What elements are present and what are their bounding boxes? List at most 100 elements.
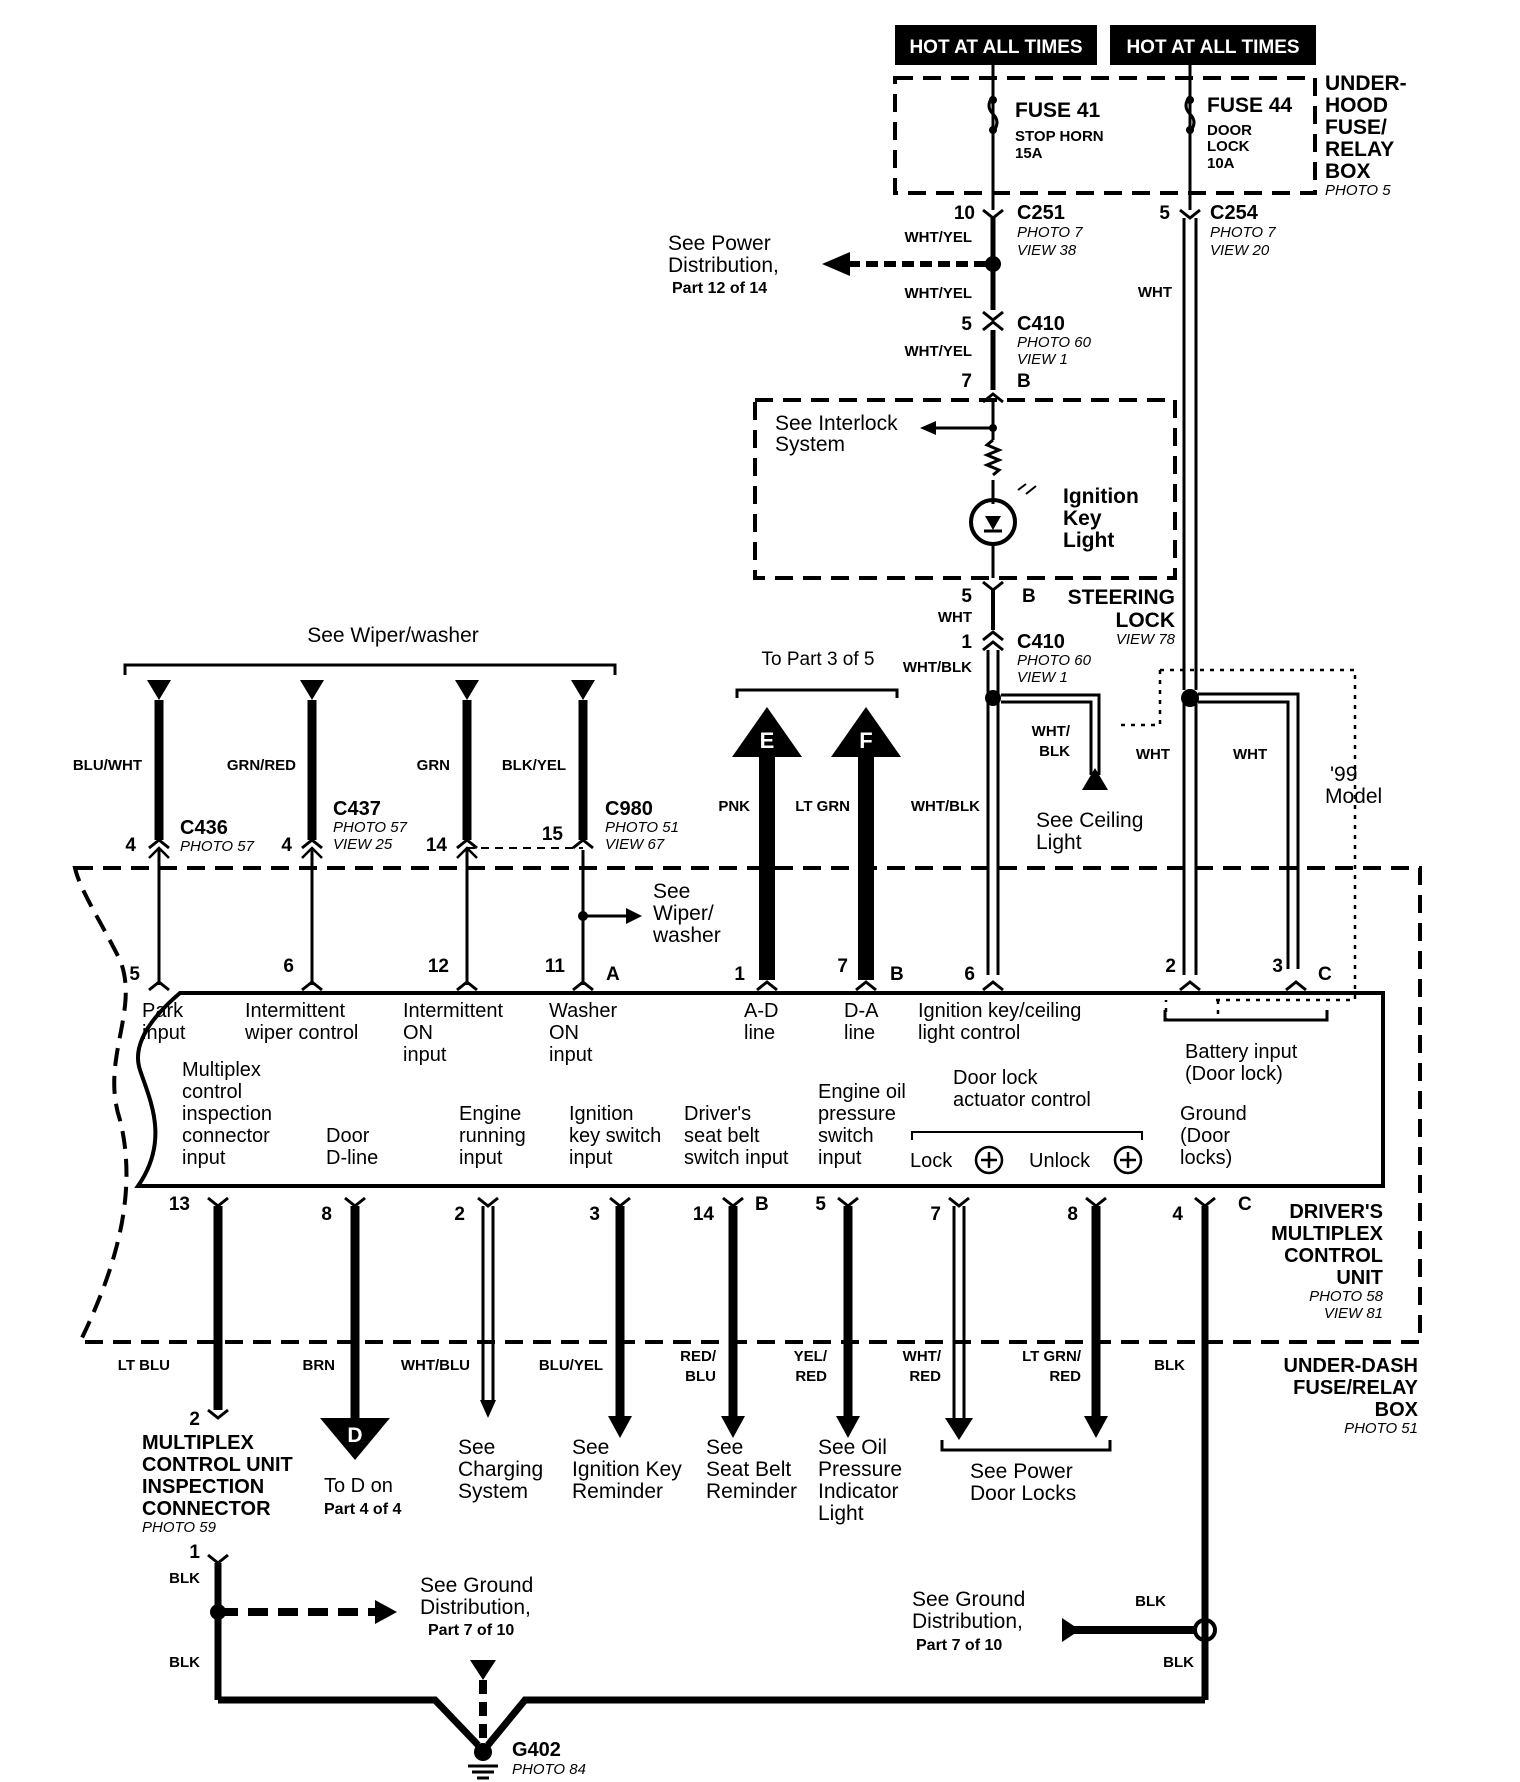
label-battery-2: (Door lock) (1185, 1063, 1283, 1085)
wiper-side-2: Wiper/ (653, 902, 714, 925)
c980-view: VIEW 67 (605, 836, 665, 853)
c980-pin-15: 15 (542, 824, 564, 845)
underdash-title-3: BOX (1375, 1399, 1419, 1421)
ref-charging-3: System (458, 1480, 528, 1503)
c410b-wire-2: WHT/BLK (903, 659, 972, 676)
c410b-pin-1: 1 (961, 632, 972, 653)
driver-unit-title-3: CONTROL (1284, 1245, 1383, 1267)
label-engine-3: input (459, 1147, 503, 1169)
c410-lower: WHT 1 C410 PHOTO 60 VIEW 1 WHT/BLK WHT/ … (903, 590, 1143, 975)
label-ground-3: locks) (1180, 1147, 1232, 1169)
top-pin-6: 6 (283, 956, 294, 977)
ref-oil-3: Indicator (818, 1480, 899, 1503)
lock-pin-5: 5 (961, 586, 972, 607)
label-mux-5: input (182, 1147, 226, 1169)
light-rays-icon (1017, 483, 1037, 495)
c437-view: VIEW 25 (333, 836, 393, 853)
hot-labels: HOT AT ALL TIMES HOT AT ALL TIMES (895, 25, 1316, 65)
label-park-2: input (142, 1022, 186, 1044)
power-wires: See Power Distribution, Part 12 of 14 (668, 218, 1198, 690)
wire-lt-grn: LT GRN (795, 798, 850, 815)
underdash-title-1: UNDER-DASH (1284, 1355, 1418, 1377)
driver-unit-title-4: UNIT (1336, 1267, 1383, 1289)
c254-pin: 5 (1159, 203, 1170, 224)
label-ign-switch-1: Ignition (569, 1103, 634, 1125)
ground-section: 1 BLK BLK See Ground Distribution, Part … (169, 1542, 1217, 1780)
wiper-side-ref: See Wiper/ washer (148, 846, 721, 985)
arrow-d-icon (320, 1418, 390, 1460)
bottom-pin-c: C (1238, 1194, 1252, 1215)
c410b-view: VIEW 1 (1017, 669, 1068, 686)
driver-unit-photo: PHOTO 58 (1309, 1288, 1384, 1305)
c251-name: C251 (1017, 202, 1065, 224)
part3-arrows: To Part 3 of 5 E F PNK LT GRN WHT/BLK (718, 649, 980, 980)
model99-wht-2: WHT (1233, 746, 1267, 763)
c251-view: VIEW 38 (1017, 242, 1077, 259)
c437-name: C437 (333, 798, 381, 820)
power-ref-arrow-icon (822, 252, 850, 276)
label-seatbelt-1: Driver's (684, 1103, 751, 1125)
ceiling-ref-2: Light (1036, 831, 1082, 854)
arrow-e-icon (732, 707, 802, 757)
c251-pin: 10 (954, 203, 975, 224)
power-ref-line-2: Distribution, (668, 254, 779, 277)
hot-label-1: HOT AT ALL TIMES (909, 37, 1082, 58)
underhood-title-3: FUSE/ (1325, 116, 1387, 139)
bottom-pin-14: 14 (693, 1204, 715, 1225)
wire-blk-yel: BLK/YEL (502, 757, 566, 774)
arrow-f-label: F (859, 728, 872, 753)
label-door-1: Door (326, 1125, 370, 1147)
ground-blk-4: BLK (1163, 1654, 1194, 1671)
wiper-side-3: washer (652, 924, 721, 947)
label-washer-1: Washer (549, 1000, 618, 1022)
bottom-pin-8b: 8 (1067, 1204, 1078, 1225)
lock-pin-b: B (1022, 586, 1036, 607)
wire-wht-red-2: RED (909, 1368, 941, 1385)
label-da-2: line (844, 1022, 875, 1044)
label-mux-3: inspection (182, 1103, 272, 1125)
label-mux-2: control (182, 1081, 242, 1103)
arrow-d-label: D (347, 1424, 362, 1447)
model99-wht-1: WHT (1136, 746, 1170, 763)
inspection-pin: 2 (189, 1409, 200, 1430)
ref-seatbelt-1: See (706, 1436, 743, 1459)
c410a-view: VIEW 1 (1017, 351, 1068, 368)
ground-blk-1: BLK (169, 1570, 200, 1587)
top-pin-12: 12 (428, 956, 449, 977)
top-pin-a: A (606, 964, 620, 985)
top-pin-6b: 6 (964, 964, 975, 985)
ground-photo: PHOTO 84 (512, 1761, 586, 1778)
label-int-on-2: ON (403, 1022, 433, 1044)
wire-red-blu-2: BLU (685, 1368, 716, 1385)
fuse-41-amp: 15A (1015, 145, 1043, 162)
label-ign-switch-2: key switch (569, 1125, 661, 1147)
c410a-pin-5: 5 (961, 314, 972, 335)
underhood-title-2: HOOD (1325, 94, 1388, 117)
label-doorlock-2: actuator control (953, 1089, 1091, 1111)
label-lock: Lock (910, 1150, 953, 1172)
underdash-region (72, 866, 1422, 1344)
label-int-wiper-1: Intermittent (245, 1000, 345, 1022)
label-ad-2: line (744, 1022, 775, 1044)
bottom-pin-4: 4 (1172, 1204, 1183, 1225)
ground-ref1-2: Distribution, (420, 1596, 531, 1619)
c410a-wire-2: WHT/YEL (905, 343, 973, 360)
inspection-title-3: INSPECTION (142, 1476, 264, 1498)
c436-name: C436 (180, 817, 228, 839)
label-ground-1: Ground (1180, 1103, 1247, 1125)
ref-doorlocks-2: Door Locks (970, 1482, 1076, 1505)
label-oil-4: input (818, 1147, 862, 1169)
bottom-pin-3: 3 (589, 1204, 600, 1225)
ground-ref1-1: See Ground (420, 1574, 533, 1597)
fuse-41-desc: STOP HORN (1015, 128, 1104, 145)
top-pin-c: C (1318, 964, 1332, 985)
inspection-photo: PHOTO 59 (142, 1519, 217, 1536)
ref-charging-1: See (458, 1436, 495, 1459)
wire-yel-red-1: YEL/ (794, 1348, 828, 1365)
steering-lock-title-2: LOCK (1116, 609, 1176, 632)
hot-label-2: HOT AT ALL TIMES (1126, 37, 1299, 58)
c410a-wire-1: WHT/YEL (905, 285, 973, 302)
underdash-title-2: FUSE/RELAY (1293, 1377, 1419, 1399)
ref-seatbelt-2: Seat Belt (706, 1458, 791, 1481)
